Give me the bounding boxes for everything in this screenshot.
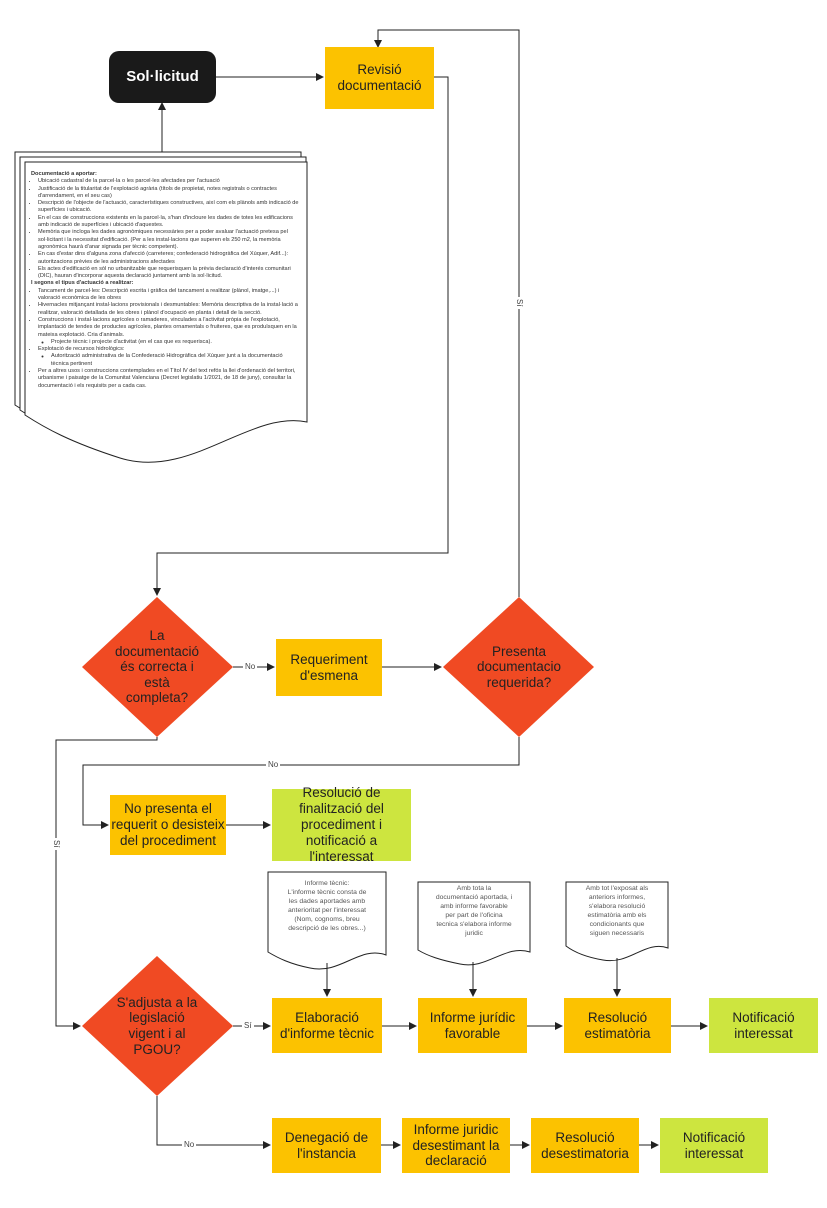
diamond-sadjusta-shape: [82, 956, 233, 1096]
doc-item: En el cas de construccions existents en …: [38, 215, 299, 230]
doc-subitem: Autorització administrativa de la Confed…: [51, 353, 299, 368]
revisio-documentacio-node[interactable]: Revisió documentació: [325, 47, 434, 109]
diamond-correcta-shape: [82, 597, 233, 737]
doc-item: Memòria que incloga les dades agronòmiqu…: [38, 229, 299, 251]
diamond-presenta-label[interactable]: Presenta documentacio requerida?: [476, 643, 562, 690]
edge-sadjusta-no: [156, 1096, 271, 1149]
note-shape-informe-juridic: [417, 881, 531, 966]
doc-item: Construccions i instal·lacions agrícoles…: [38, 317, 299, 339]
doc-item: Descripció de l'objecte de l'actuació, c…: [38, 200, 299, 215]
doc-item: Justificació de la titularitat de l'expl…: [38, 186, 299, 201]
documentation-document-shape: [14, 151, 308, 463]
informe-desestimant-node[interactable]: Informe juridic desestimant la declaraci…: [402, 1118, 510, 1173]
documentation-heading: Documentació a aportar:: [31, 171, 97, 177]
edge-label-sadjusta-si: Sí: [242, 1021, 254, 1031]
documentation-subheading: I segons el tipus d'actuació a realitzar…: [31, 280, 134, 287]
edge-correcta-si: [55, 737, 158, 1030]
note-shape-resolucio: [565, 881, 669, 962]
doc-item: Els actes d'edificació en sòl no urbanit…: [38, 266, 299, 281]
requeriment-esmena-node[interactable]: Requeriment d'esmena: [276, 639, 382, 696]
edge-label-sadjusta-no: No: [182, 1140, 197, 1150]
resolucio-desestimatoria-node[interactable]: Resolució desestimatoria: [531, 1118, 639, 1173]
edge-revisio-to-correcta: [153, 76, 449, 596]
doc-subitem: Projecte tècnic i projecte d'activitat (…: [51, 339, 299, 346]
edge-label-correcta-si: Sí: [51, 838, 61, 850]
no-presenta-node[interactable]: No presenta el requerit o desisteix del …: [110, 795, 226, 855]
doc-item: Ubicació cadastral de la parcel·la o les…: [38, 178, 299, 185]
solicitud-node[interactable]: Sol·licitud: [109, 51, 216, 103]
edge-label-presenta-no: No: [266, 760, 281, 770]
note-resolucio: Amb tot l'exposat als anteriors informes…: [585, 885, 649, 937]
edge-label-correcta-no: No: [243, 662, 258, 672]
edge-presenta-no: [82, 737, 520, 829]
diamond-sadjusta-label[interactable]: S'adjusta a la legislació vigent i al PG…: [116, 994, 198, 1057]
note-shape-informe-tecnic: [267, 871, 387, 970]
doc-item: Explotació de recursos hidrològics:: [38, 346, 299, 353]
doc-item: En cas d'estar dins d'alguna zona d'afec…: [38, 251, 299, 266]
notificacio-interessat-2-node[interactable]: Notificació interessat: [660, 1118, 768, 1173]
doc-item: Tancament de parcel·les: Descripció escr…: [38, 288, 299, 303]
diamond-correcta-label[interactable]: La documentació és correcta i està compl…: [114, 628, 200, 706]
note-informe-juridic: Amb tota la documentació aportada, i amb…: [435, 885, 513, 937]
note-informe-tecnic: Informe tècnic: L'informe tècnic consta …: [287, 880, 367, 932]
denegacio-instancia-node[interactable]: Denegació de l'instancia: [272, 1118, 381, 1173]
documentation-text: Documentació a aportar: Ubicació cadastr…: [31, 171, 299, 390]
resolucio-estimatoria-node[interactable]: Resolució estimatòria: [564, 998, 671, 1053]
elaboracio-informe-node[interactable]: Elaboració d'informe tècnic: [272, 998, 382, 1053]
edge-label-presenta-si: Sí: [514, 297, 524, 309]
notificacio-interessat-node[interactable]: Notificació interessat: [709, 998, 818, 1053]
informe-juridic-favorable-node[interactable]: Informe jurídic favorable: [418, 998, 527, 1053]
resolucio-finalitzacio-node[interactable]: Resolució de finalització del procedimen…: [272, 785, 411, 864]
doc-item: Hivernacles mitjançant instal·lacions pr…: [38, 302, 299, 317]
doc-item: Per a altres usos i construccions contem…: [38, 368, 299, 390]
edge-presenta-si: [374, 29, 520, 597]
diamond-presenta-shape: [443, 597, 594, 737]
